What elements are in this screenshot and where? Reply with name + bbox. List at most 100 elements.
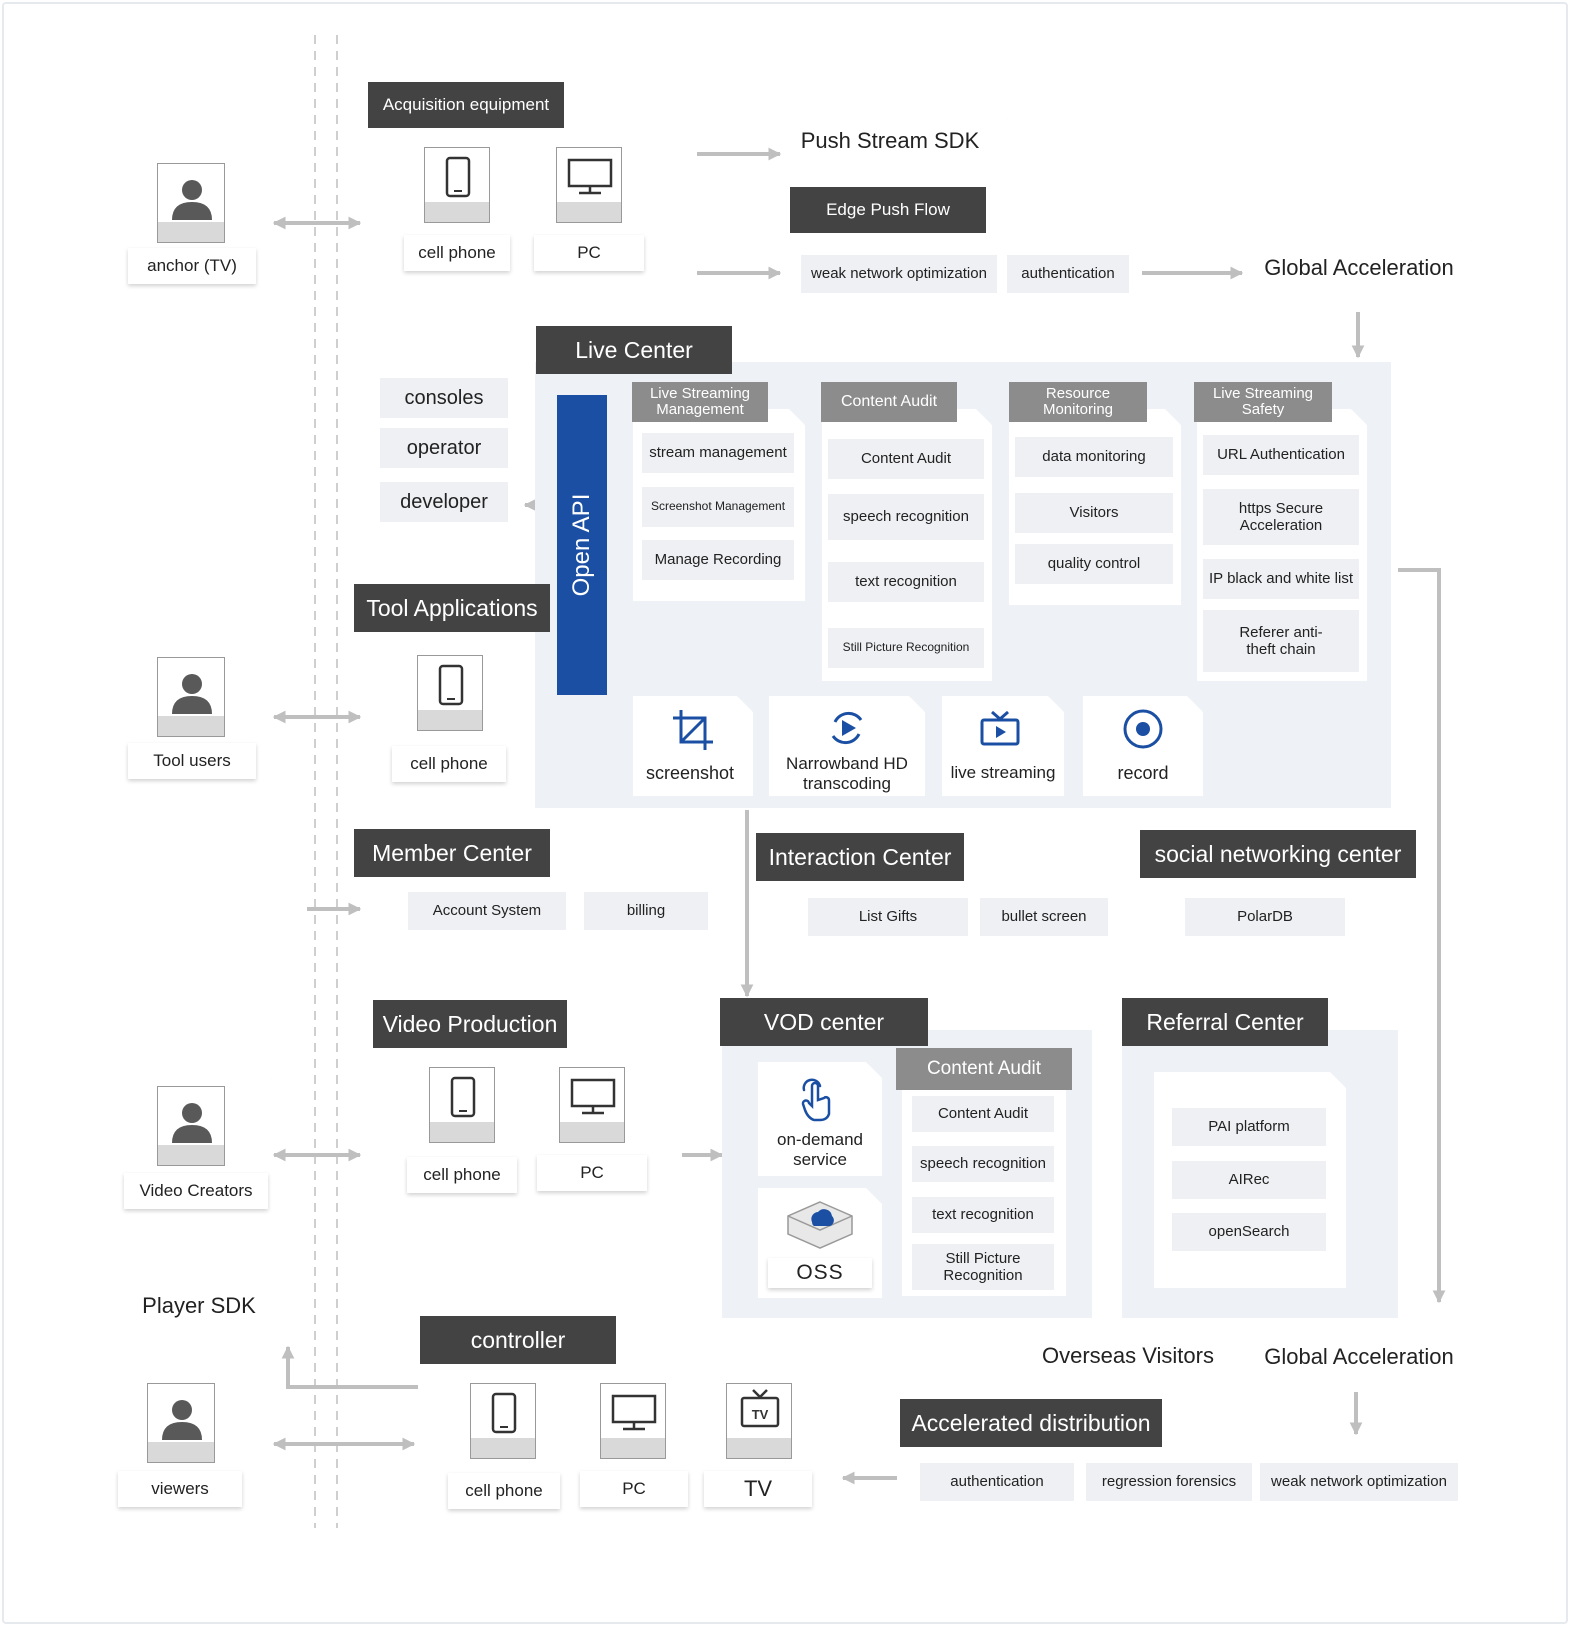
safety-item: URL Authentication [1203,435,1359,475]
controller-device-label: cell phone [448,1473,560,1509]
distribution-item: regression forensics [1086,1463,1252,1501]
feature-record-card: record [1083,696,1203,796]
cell-phone-device [429,1067,495,1143]
streaming-mgmt-item: stream management [642,433,794,473]
overseas-visitors-label: Overseas Visitors [1042,1343,1214,1368]
referral-center-card: PAI platform AIRec openSearch [1154,1072,1346,1288]
vod-audit-title: Content Audit [896,1048,1072,1090]
on-demand-label: on-demand service [776,1130,863,1169]
acquisition-card: cell phone PC [368,115,674,308]
transcode-icon [827,708,867,748]
video-creators-avatar [157,1086,225,1166]
social-center-title: social networking center [1140,830,1416,878]
roles-card: consoles operator developer [366,352,522,548]
content-audit-item: Content Audit [828,439,984,479]
controller-title: controller [420,1316,616,1364]
pc-device [559,1067,625,1143]
user-icon [148,1384,216,1444]
arrow-controller-to-player-sdk [281,1345,418,1389]
safety-title: Live Streaming Safety [1194,382,1332,422]
feature-live-streaming-card: live streaming [942,696,1064,796]
feature-transcoding-card: Narrowband HD transcoding [769,696,925,796]
user-icon [158,164,226,224]
monitor-icon [560,1068,626,1124]
referral-center-item: PAI platform [1172,1108,1326,1146]
feature-label: record [1117,762,1169,783]
resource-monitoring-item: data monitoring [1015,437,1173,477]
push-sdk-card: Push Stream SDK [790,104,1008,178]
arrow-live-to-overseas [1398,568,1446,1304]
viewers-label: viewers [118,1471,242,1507]
controller-device-label: TV [704,1471,812,1507]
vod-audit-item: Content Audit [912,1096,1054,1132]
video-creators-card: Video Creators [116,1064,272,1230]
distribution-item: weak network optimization [1260,1463,1458,1501]
social-center-card: PolarDB [1145,868,1377,952]
cell-phone-icon [430,1068,496,1124]
streaming-mgmt-item: Screenshot Management [642,487,794,527]
distribution-title: Accelerated distribution [900,1399,1162,1447]
tv-icon: TV [727,1384,793,1440]
resource-monitoring-item: quality control [1015,544,1173,584]
oss-label: OSS [768,1258,872,1288]
user-icon [158,1087,226,1147]
cell-phone-icon [418,656,484,712]
open-api-bar[interactable]: Open API [557,395,607,695]
monitor-icon [601,1384,667,1440]
vod-audit-item: speech recognition [912,1146,1054,1182]
monitor-icon [557,148,623,204]
content-audit-title: Content Audit [821,382,957,422]
push-sdk-label: Push Stream SDK [800,128,980,153]
member-center-title: Member Center [354,829,550,877]
member-center-item: Account System [408,892,566,930]
role-item: developer [380,482,508,522]
cell-phone-device [417,655,483,731]
video-creators-label: Video Creators [124,1173,268,1209]
safety-item: https Secure Acceleration [1203,489,1359,545]
content-audit-card: Content Audit speech recognition text re… [822,409,992,681]
feature-label: live streaming [950,763,1056,782]
tv-device: TV [726,1383,792,1459]
controller-device-label: PC [580,1471,688,1507]
safety-item: Referer anti-theft chain [1203,610,1359,672]
interaction-center-card: List Gifts bullet screen [768,868,1128,952]
role-item: operator [380,428,508,468]
member-center-card: Account System billing [366,864,724,948]
referral-center-item: AIRec [1172,1161,1326,1199]
anchor-avatar [157,163,225,243]
content-audit-item: speech recognition [828,494,984,540]
content-audit-item: text recognition [828,562,984,602]
role-item: consoles [380,378,508,418]
video-production-device1-label: cell phone [407,1157,517,1193]
referral-center-title: Referral Center [1122,998,1328,1046]
resource-monitoring-item: Visitors [1015,493,1173,533]
feature-label: screenshot [645,762,735,783]
cell-phone-device [470,1383,536,1459]
anchor-card: anchor (TV) [116,142,272,308]
player-sdk-card: Player SDK [102,1270,306,1342]
global-accel-bottom-card: Global Acceleration [1246,1326,1472,1388]
oss-card: OSS [758,1188,882,1298]
cloud-storage-icon [780,1198,860,1254]
vod-audit-card: Content Audit speech recognition text re… [902,1070,1066,1296]
pc-device [600,1383,666,1459]
distribution-card: authentication regression forensics weak… [906,1437,1466,1521]
safety-item: IP black and white list [1203,559,1359,599]
social-center-item: PolarDB [1185,898,1345,936]
edge-push-item2: authentication [1007,255,1129,293]
vod-audit-item: text recognition [912,1197,1054,1233]
pc-device [556,147,622,223]
edge-push-item1: weak network optimization [801,255,997,293]
cell-phone-icon [471,1384,537,1440]
player-sdk-label: Player SDK [142,1293,256,1318]
streaming-mgmt-title: Live Streaming Management [632,382,768,422]
global-accel-bottom-label: Global Acceleration [1264,1344,1454,1369]
video-production-title: Video Production [373,1000,567,1048]
live-center-title: Live Center [536,326,732,374]
tool-users-card: Tool users [116,637,272,803]
user-icon [158,658,226,718]
feature-screenshot-card: screenshot [633,696,753,796]
viewers-avatar [147,1383,215,1463]
